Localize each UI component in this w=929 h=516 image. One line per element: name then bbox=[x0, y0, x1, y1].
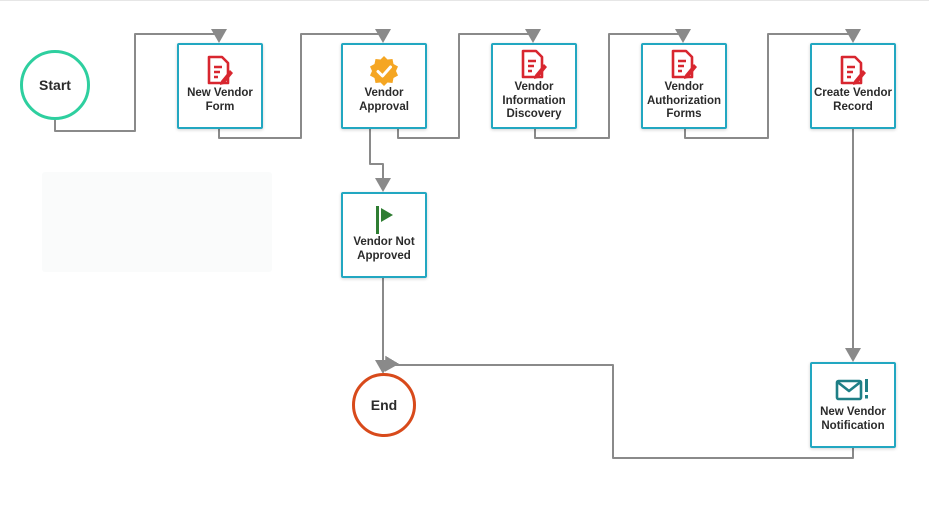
edge-vendor-approval-to-vendor-information-discovery bbox=[397, 29, 541, 139]
edge-vendor-information-discovery-to-vendor-authorization-forms bbox=[534, 29, 691, 139]
node-vendor-information-discovery[interactable]: Vendor Information Discovery bbox=[491, 43, 577, 129]
node-label: Vendor Not Approved bbox=[353, 236, 415, 262]
edge-vendor-authorization-forms-to-create-vendor-record bbox=[684, 29, 861, 139]
edge-new-vendor-notification-to-end bbox=[384, 355, 854, 459]
node-new-vendor-form[interactable]: New Vendor Form bbox=[177, 43, 263, 129]
node-label: Vendor Approval bbox=[359, 87, 409, 113]
node-label: New Vendor Notification bbox=[820, 406, 886, 432]
start-label: Start bbox=[39, 77, 71, 93]
edge-start-to-new-vendor-form bbox=[54, 29, 227, 132]
end-label: End bbox=[370, 397, 398, 413]
start-node[interactable]: Start bbox=[20, 50, 90, 120]
node-create-vendor-record[interactable]: Create Vendor Record bbox=[810, 43, 896, 129]
node-vendor-approval[interactable]: Vendor Approval bbox=[341, 43, 427, 129]
edge-vendor-approval-to-vendor-not-approved bbox=[369, 128, 391, 192]
background-ghost bbox=[42, 172, 272, 272]
node-vendor-authorization-forms[interactable]: Vendor Authorization Forms bbox=[641, 43, 727, 129]
flag-icon bbox=[371, 204, 397, 236]
top-border bbox=[0, 0, 929, 1]
node-label: New Vendor Form bbox=[187, 87, 253, 113]
form-edit-icon bbox=[669, 49, 699, 81]
node-new-vendor-notification[interactable]: New Vendor Notification bbox=[810, 362, 896, 448]
form-edit-icon bbox=[838, 55, 868, 87]
node-label: Vendor Information Discovery bbox=[502, 81, 566, 120]
approval-badge-icon bbox=[368, 55, 400, 87]
edge-new-vendor-form-to-vendor-approval bbox=[218, 29, 391, 139]
node-label: Create Vendor Record bbox=[814, 87, 892, 113]
end-node[interactable]: End bbox=[352, 373, 416, 437]
form-edit-icon bbox=[519, 49, 549, 81]
node-vendor-not-approved[interactable]: Vendor Not Approved bbox=[341, 192, 427, 278]
mail-alert-icon bbox=[834, 374, 872, 406]
node-label: Vendor Authorization Forms bbox=[646, 81, 722, 120]
form-edit-icon bbox=[205, 55, 235, 87]
